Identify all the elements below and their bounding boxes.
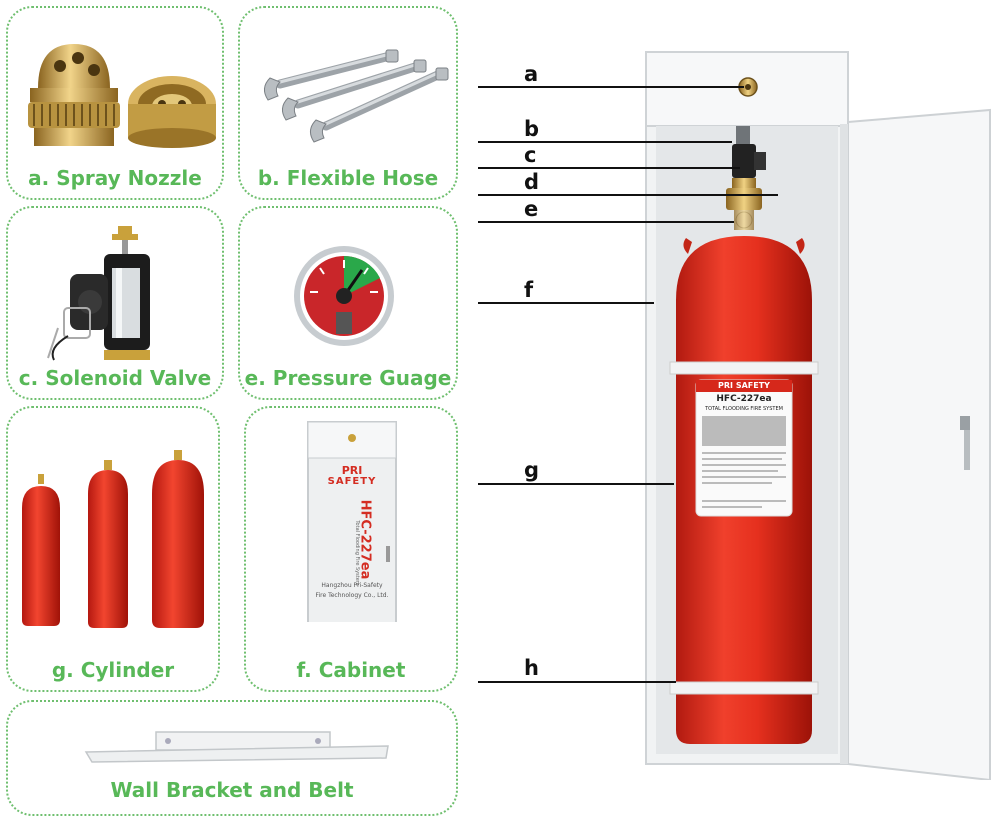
flexible-hose-image xyxy=(264,49,449,143)
caption-wall-bracket: Wall Bracket and Belt xyxy=(110,778,354,802)
assembly-figure xyxy=(645,51,991,780)
cabinet-maker-line2: Fire Technology Co., Ltd. xyxy=(315,592,389,599)
caption-pressure-gauge: e. Pressure Guage xyxy=(244,366,452,390)
callout-line-e xyxy=(478,221,734,223)
cabinet-image xyxy=(307,421,397,622)
callout-letter-f: f xyxy=(524,278,534,302)
callout-line-b xyxy=(478,141,732,143)
callout-letter-g: g xyxy=(524,458,540,482)
callout-letter-a: a xyxy=(524,62,539,86)
callout-letter-e: e xyxy=(524,197,539,221)
caption-cylinder: g. Cylinder xyxy=(51,658,175,682)
panel-spray-nozzle: a. Spray Nozzle xyxy=(6,6,224,200)
callout-letter-h: h xyxy=(524,656,539,680)
panel-solenoid-valve: c. Solenoid Valve xyxy=(6,206,224,400)
cylinder-system: TOTAL FLOODING FIRE SYSTEM xyxy=(705,406,783,412)
panel-cabinet: PRI SAFETY HFC-227ea Total Flooding Fire… xyxy=(244,406,458,692)
wall-bracket-image xyxy=(84,731,389,763)
callout-letter-c: c xyxy=(524,143,537,167)
callout-line-c xyxy=(478,167,740,169)
callout-line-a xyxy=(478,86,744,88)
panel-wall-bracket: Wall Bracket and Belt xyxy=(6,700,458,816)
panel-pressure-gauge: e. Pressure Guage xyxy=(238,206,458,400)
solenoid-valve-image xyxy=(47,226,150,361)
caption-spray-nozzle: a. Spray Nozzle xyxy=(28,166,202,190)
callout-letter-b: b xyxy=(524,117,540,141)
pressure-gauge-image xyxy=(294,246,394,346)
panel-cylinder: g. Cylinder xyxy=(6,406,220,692)
cylinder-brand: PRI SAFETY xyxy=(718,381,770,390)
callout-line-h xyxy=(478,681,676,683)
spray-nozzle-image xyxy=(28,44,216,148)
cylinder-model: HFC-227ea xyxy=(716,394,772,404)
caption-cabinet: f. Cabinet xyxy=(296,658,406,682)
callout-line-g xyxy=(478,483,674,485)
callout-line-f xyxy=(478,302,654,304)
caption-flexible-hose: b. Flexible Hose xyxy=(257,166,439,190)
callout-line-d xyxy=(478,194,778,196)
cabinet-maker-line1: Hangzhou Pri-Safety xyxy=(321,582,383,589)
panel-flexible-hose: b. Flexible Hose xyxy=(238,6,458,200)
cylinder-image xyxy=(22,450,204,628)
cabinet-brand-bottom: SAFETY xyxy=(327,476,377,487)
cabinet-brand-top: PRI xyxy=(341,464,363,477)
caption-solenoid-valve: c. Solenoid Valve xyxy=(18,366,212,390)
callout-letter-d: d xyxy=(524,170,540,194)
